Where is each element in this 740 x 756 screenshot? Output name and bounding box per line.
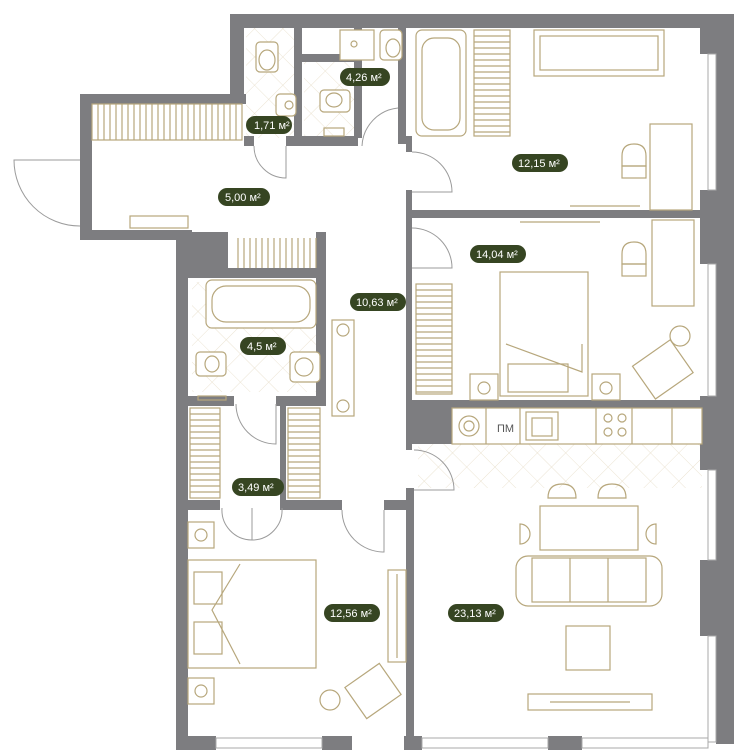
bath-1-fixtures <box>319 29 467 147</box>
room-area-badge-bath-2: 4,5 м² <box>240 337 286 355</box>
svg-text:3,49 м²: 3,49 м² <box>238 482 274 494</box>
svg-text:23,13 м²: 23,13 м² <box>454 608 496 620</box>
room-area-badge-bedroom-1: 12,15 м² <box>512 154 568 172</box>
svg-text:14,04 м²: 14,04 м² <box>476 249 518 261</box>
entrance-door <box>13 159 189 229</box>
svg-text:4,26 м²: 4,26 м² <box>346 72 382 84</box>
room-area-badge-wc: 1,71 м² <box>246 116 292 134</box>
bath-2-fixtures <box>195 279 321 445</box>
living-furniture <box>413 449 663 711</box>
room-area-badge-entrance: 5,00 м² <box>218 188 270 206</box>
entrance-wardrobe <box>91 103 243 141</box>
svg-text:1,71 м²: 1,71 м² <box>254 120 290 132</box>
bedroom-3-furniture <box>187 509 407 720</box>
wardrobe-room-furniture <box>189 407 321 541</box>
hall-console <box>331 319 355 417</box>
room-area-badge-bedroom-2: 14,04 м² <box>470 245 526 263</box>
bedroom-2-furniture <box>411 219 695 401</box>
room-area-badge-living-kitchen: 23,13 м² <box>448 604 504 622</box>
svg-text:12,56 м²: 12,56 м² <box>330 608 372 620</box>
dishwasher-label: ПМ <box>497 423 514 435</box>
svg-text:10,63 м²: 10,63 м² <box>356 297 398 309</box>
room-area-badge-bedroom-3: 12,56 м² <box>324 604 380 622</box>
kitchen-counter <box>451 407 703 445</box>
svg-text:12,15 м²: 12,15 м² <box>518 158 560 170</box>
room-area-badge-wardrobe: 3,49 м² <box>232 478 284 496</box>
storage-shelves <box>97 35 510 493</box>
walls <box>80 14 734 750</box>
room-area-badge-bath-1: 4,26 м² <box>340 68 390 86</box>
windows <box>215 53 717 749</box>
wc-fixtures <box>253 41 297 179</box>
svg-text:4,5 м²: 4,5 м² <box>247 341 277 353</box>
room-area-badge-hall: 10,63 м² <box>350 293 406 311</box>
svg-text:5,00 м²: 5,00 м² <box>225 192 261 204</box>
